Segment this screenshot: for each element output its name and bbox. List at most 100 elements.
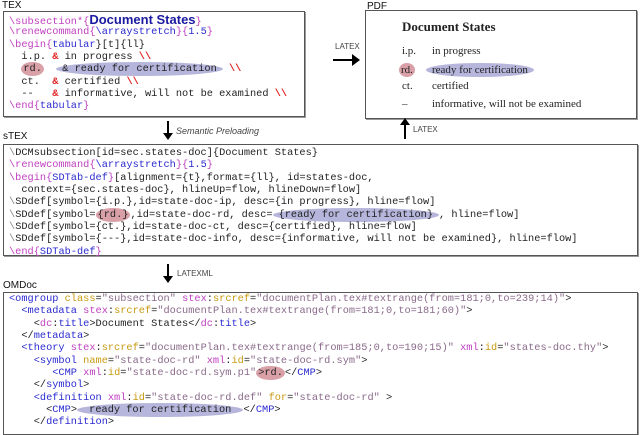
code-line: \SDdef[symbol={rd.},id=state-doc-rd, des… [9,207,578,222]
code-token: SDdef[symbol={ct.},id=state-doc-ct, desc… [15,221,417,234]
code-token: \end{ [9,100,40,113]
code-token: \ [9,233,16,246]
code-token: </ [9,379,47,392]
semantic-preloading-label: Semantic Preloading [176,126,260,136]
code-line: \end{tabular} [9,100,287,112]
code-line: <CMP> ready for certification </CMP> [9,403,608,418]
pdf-symbol: rd. [399,62,415,77]
code-token: "documentPlan.tex#textrange(from=185;0,t… [144,342,461,355]
code-token: "state-doc-rd.sym.p1" [126,367,257,380]
code-token: = [138,342,145,355]
pdf-description: informative, will not be examined [432,97,582,110]
pdf-description: in progress [432,45,481,57]
code-token: "states-doc.thy" [503,342,603,355]
code-token: srcref [114,305,152,318]
code-line: <symbol name="state-doc-rd" xml:id="stat… [9,355,608,367]
tex-label: TEX [2,0,22,11]
code-token: stex [70,342,96,355]
code-token: "state-doc-rd" [293,391,386,404]
code-token: : [52,317,59,330]
code-token: "state-doc-rd.def" [151,391,269,404]
code-token: SDTab-def [39,245,96,258]
latexml-label: LATEXML [177,269,213,278]
code-token: > [107,416,115,429]
code-token [44,63,56,75]
code-line: </metadata> [9,330,608,342]
pdf-symbol: ct. [402,80,413,92]
code-token: </ [9,330,34,343]
code-token: >Document States</ [89,317,201,330]
code-line: <theory stex:srcref="documentPlan.tex#te… [9,342,608,354]
code-line: \subsection*{Document States} [9,12,287,28]
code-token: \\ [138,51,152,64]
code-token: SDdef[symbol={i.p.},id=state-doc-ip, des… [15,196,436,209]
code-token: dc [200,317,213,330]
code-line: \DCMsubsection[id=sec.states-doc]{Docume… [9,147,578,159]
code-token: CMP [255,404,275,417]
symbol-highlight: rd. [21,62,44,77]
code-token: } [83,100,90,113]
pdf-label: PDF [367,1,387,12]
code-token: > [83,379,90,392]
code-token: > [385,391,393,404]
code-token: : [225,354,232,367]
right-arrow-icon [333,59,355,61]
code-token: : [95,342,102,355]
code-token: "documentPlan.tex#textrange(from=181;0,t… [256,293,566,305]
code-token: > [361,354,368,367]
stex-label: sTEX [3,131,28,142]
code-token: : [107,305,115,318]
code-token: id [132,391,145,404]
code-token: }[t]{ll} [95,38,145,51]
code-token: <omgroup [9,293,65,305]
tex-code: \subsection*{Document States}\renewcomma… [9,12,287,113]
code-token: SDTab-def [52,171,108,184]
code-token: in progress [58,51,139,64]
code-token: \\ [126,75,139,88]
code-line: \end{SDTab-def} [9,246,578,258]
code-token: <CMP [9,367,84,380]
arrowhead-icon [352,54,360,66]
code-token: \renewcommand{ [9,159,96,172]
code-token: </ [9,416,47,429]
code-token: Document States [89,12,196,27]
code-token: </ [284,367,298,380]
code-token: "state-doc-rd.sym" [250,354,362,367]
code-token: dc [39,317,53,330]
code-line: i.p. & in progress \\ [9,51,287,63]
description-highlight: & ready for certification [56,62,223,77]
code-token: : [212,317,220,330]
code-token [9,63,21,75]
code-token: for [268,391,288,404]
pdf-symbol: i.p. [402,45,417,57]
latex-up-label: LATEX [413,125,438,134]
code-token: "documentPlan.tex#textrange(from=181;0,t… [157,305,467,318]
code-token: > [70,404,77,417]
code-token: "subsection" [101,293,183,305]
tex-source-panel: \subsection*{Document States}\renewcomma… [3,11,305,117]
code-token: : [478,342,485,355]
code-token: : [126,391,133,404]
code-token: > [565,293,572,305]
down-arrow-icon [167,121,169,135]
code-token: } [206,159,213,172]
code-token: } [206,26,213,39]
code-token: id [231,354,244,367]
code-line: </symbol> [9,379,608,391]
code-token: title [58,317,90,330]
code-line: <definition xml:id="state-doc-rd.def" fo… [9,392,608,404]
code-line: \begin{SDTab-def}[alignment={t},format={… [9,172,578,184]
code-token: } [107,171,115,184]
code-token: xml [206,354,226,367]
code-token: = [287,391,294,404]
code-token: certified [58,75,127,88]
code-line: \renewcommand{\arraystretch}{1.5} [9,26,287,38]
code-token: CMP [297,367,316,380]
code-token: id [107,367,121,380]
code-token: </ [243,404,256,417]
code-token: srcref [212,293,251,305]
code-line: <metadata stex:srcref="documentPlan.tex#… [9,305,608,317]
code-token: \arraystretch [95,26,176,39]
code-token: \begin{ [9,171,53,184]
